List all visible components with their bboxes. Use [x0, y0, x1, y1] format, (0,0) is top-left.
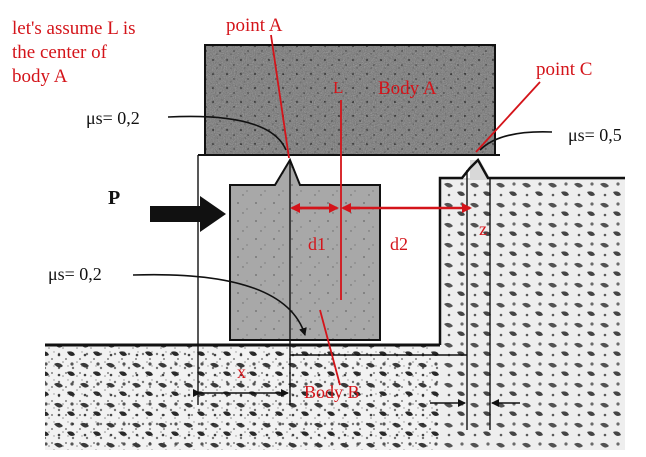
d1-label: d1: [308, 234, 326, 254]
body-a: [198, 44, 500, 156]
x-label: x: [237, 362, 246, 382]
friction-bottom-left-label: μs= 0,2: [48, 264, 102, 284]
body-b-label: Body B: [304, 382, 360, 402]
right-support: [438, 157, 625, 450]
red-annotation-lines: [270, 34, 541, 386]
force-p-label: P: [108, 187, 120, 209]
z-label: z: [479, 219, 487, 239]
note-line-3: body A: [12, 66, 68, 87]
note-line-1: let's assume L is: [12, 18, 136, 39]
guide-lines: [197, 155, 491, 430]
note-line-2: the center of: [12, 42, 108, 63]
point-c-label: point C: [536, 59, 592, 80]
right-arrow-icon: [150, 196, 226, 232]
friction-leaders: [132, 115, 553, 336]
point-a-label: point A: [226, 15, 283, 36]
body-b: [229, 157, 381, 341]
friction-top-right-label: μs= 0,5: [568, 125, 622, 145]
body-a-label: Body A: [378, 78, 437, 99]
center-l-label: L: [333, 78, 343, 97]
d2-label: d2: [390, 234, 408, 254]
friction-top-left-label: μs= 0,2: [86, 108, 140, 128]
